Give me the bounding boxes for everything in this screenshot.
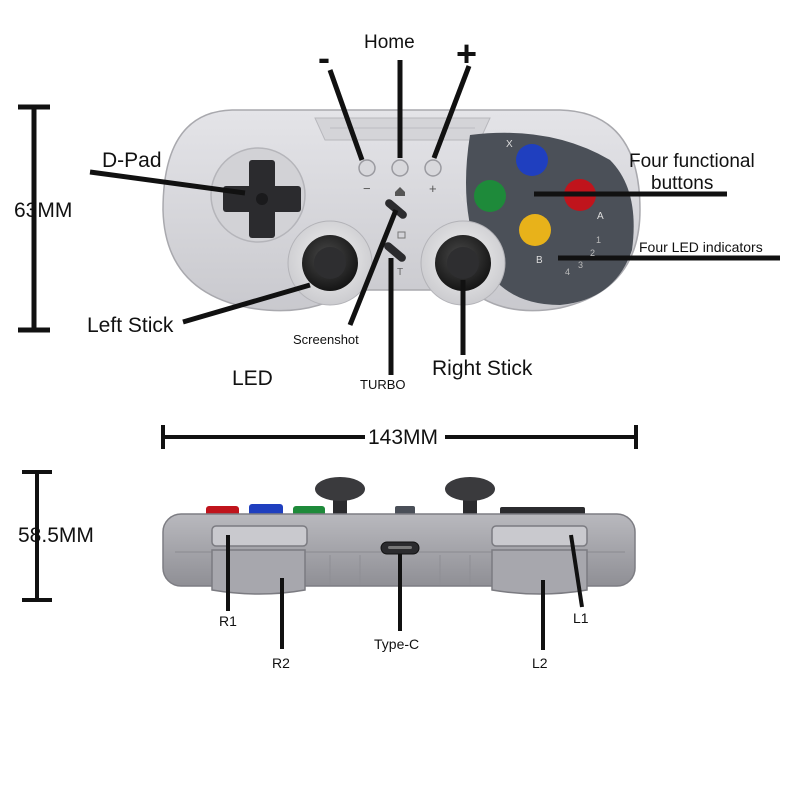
home-button[interactable]: [391, 159, 409, 177]
plus-symbol: +: [429, 181, 437, 196]
led-number-2: 2: [590, 248, 596, 258]
button-b-letter: B: [536, 255, 543, 266]
typec-label: Type-C: [374, 636, 420, 652]
r1-label: R1: [219, 613, 237, 629]
l1-label: L1: [573, 610, 589, 626]
turbo-button[interactable]: [382, 241, 407, 264]
minus-symbol: −: [363, 181, 371, 196]
right-stick-label: Right Stick: [432, 357, 533, 380]
screenshot-icon: [397, 231, 406, 239]
left-stick-label: Left Stick: [87, 314, 174, 337]
l1-bumper[interactable]: [491, 525, 588, 547]
led-label: LED: [232, 367, 273, 390]
face-button-plate: [466, 132, 634, 305]
height-label: 63MM: [14, 199, 73, 222]
right-stick[interactable]: [420, 220, 506, 306]
controller-front-view: [162, 109, 641, 312]
turbo-symbol: T: [397, 267, 404, 278]
dpad-label: D-Pad: [102, 149, 162, 172]
l2-label: L2: [532, 655, 548, 671]
button-y[interactable]: [474, 180, 506, 212]
led-number-1: 1: [596, 235, 602, 245]
left-stick[interactable]: [287, 220, 373, 306]
minus-label: -: [318, 37, 330, 78]
button-y-letter: Y: [459, 193, 466, 204]
button-b[interactable]: [519, 214, 551, 246]
minus-button[interactable]: [358, 159, 376, 177]
front-callout-lines: [89, 60, 780, 375]
led-number-4: 4: [565, 267, 571, 277]
screenshot-label: Screenshot: [293, 332, 359, 347]
button-a-letter: A: [597, 211, 604, 222]
button-x[interactable]: [516, 144, 548, 176]
home-label: Home: [364, 32, 415, 53]
r2-label: R2: [272, 655, 290, 671]
top-callout-lines: [226, 534, 584, 650]
height-dimension: [18, 104, 50, 333]
plus-label: +: [456, 33, 478, 74]
top-right-stick: [445, 477, 495, 515]
screenshot-button[interactable]: [383, 198, 408, 221]
r2-trigger[interactable]: [211, 549, 306, 595]
plus-button[interactable]: [424, 159, 442, 177]
led-indicators-label: Four LED indicators: [639, 239, 763, 255]
four-buttons-label-line2: buttons: [651, 173, 714, 194]
width-label: 143MM: [368, 426, 439, 449]
home-icon: [395, 187, 405, 196]
four-buttons-label-line1: Four functional: [629, 151, 755, 172]
led-number-3: 3: [578, 260, 584, 270]
turbo-label: TURBO: [360, 377, 406, 392]
width-dimension: [161, 425, 638, 449]
r1-bumper[interactable]: [211, 525, 308, 547]
depth-label: 58.5MM: [18, 524, 94, 547]
button-x-letter: X: [506, 139, 513, 150]
top-blue-button: [249, 504, 283, 516]
top-left-stick: [315, 477, 365, 515]
depth-dimension: [22, 470, 52, 602]
